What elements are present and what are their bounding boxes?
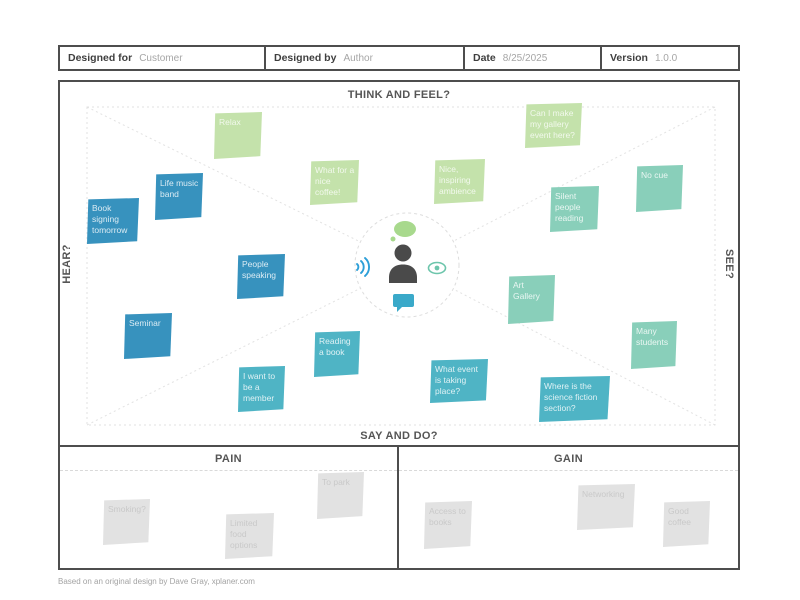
sticky-note-art-gallery[interactable]: Art Gallery [508,275,555,324]
date-value[interactable]: 8/25/2025 [502,52,548,64]
gain-title: GAIN [399,447,738,471]
designed-by-label: Designed by [274,52,337,64]
sticky-note-science-fiction[interactable]: Where is the science fiction section? [539,376,610,422]
sticky-note-seminar[interactable]: Seminar [124,313,172,359]
designed-by-field: Designed by Author [266,47,465,69]
designed-for-label: Designed for [68,52,133,64]
sticky-note-people-speaking[interactable]: People speaking [237,254,285,299]
sticky-note-good-coffee[interactable]: Good coffee [663,501,710,547]
say-bubble-icon [393,294,414,312]
version-value[interactable]: 1.0.0 [654,52,678,64]
sticky-note-smoking[interactable]: Smoking? [103,499,150,545]
date-label: Date [473,52,496,64]
sticky-note-silent-people[interactable]: Silent people reading [550,186,599,232]
see-eye-icon [427,261,447,275]
sticky-note-life-music-band[interactable]: Life music band [155,173,203,220]
designed-for-value[interactable]: Customer [139,52,183,64]
sticky-note-networking[interactable]: Networking [577,484,635,530]
pain-title: PAIN [60,447,397,471]
sticky-note-book-signing[interactable]: Book signing tomorrow [87,198,139,244]
sticky-note-limited-food[interactable]: Limited food options [225,513,274,559]
date-field: Date 8/25/2025 [465,47,602,69]
gain-section: GAIN Access to books Networking Good cof… [399,447,738,568]
designed-by-value[interactable]: Author [343,52,373,64]
person-icon [389,244,417,283]
pain-section: PAIN Smoking? Limited food options To pa… [60,447,399,568]
think-bubble-icon [390,221,416,242]
quadrant-label-say-and-do: SAY AND DO? [360,430,438,442]
designed-for-field: Designed for Customer [60,47,266,69]
sticky-note-inspiring-ambience[interactable]: Nice, inspiring ambience [434,159,485,204]
sticky-note-reading-a-book[interactable]: Reading a book [314,331,360,377]
sticky-note-access-to-books[interactable]: Access to books [424,501,472,549]
quadrant-label-hear: HEAR? [61,243,73,284]
info-bar: Designed for Customer Designed by Author… [58,45,740,71]
empathy-canvas: THINK AND FEEL? SAY AND DO? HEAR? SEE? B… [58,80,740,447]
attribution-credit: Based on an original design by Dave Gray… [58,577,255,586]
sticky-note-no-cue[interactable]: No cue [636,165,683,212]
quadrant-label-think-and-feel: THINK AND FEEL? [347,89,451,101]
sticky-note-nice-coffee[interactable]: What for a nice coffee! [310,160,359,205]
sticky-note-relax[interactable]: Relax [214,112,262,159]
version-label: Version [610,52,648,64]
sticky-note-to-park[interactable]: To park [317,472,364,519]
hear-waves-icon [356,257,371,277]
sticky-note-what-event[interactable]: What event is taking place? [430,359,488,403]
quadrant-frame [86,106,716,426]
version-field: Version 1.0.0 [602,47,738,69]
sticky-note-gallery-event[interactable]: Can I make my gallery event here? [525,103,582,148]
canvas-guides [86,106,716,426]
sticky-note-be-a-member[interactable]: I want to be a member [238,366,285,412]
sticky-note-many-students[interactable]: Many students [631,321,677,369]
quadrant-label-see: SEE? [723,248,735,279]
pain-gain-row: PAIN Smoking? Limited food options To pa… [58,445,740,570]
